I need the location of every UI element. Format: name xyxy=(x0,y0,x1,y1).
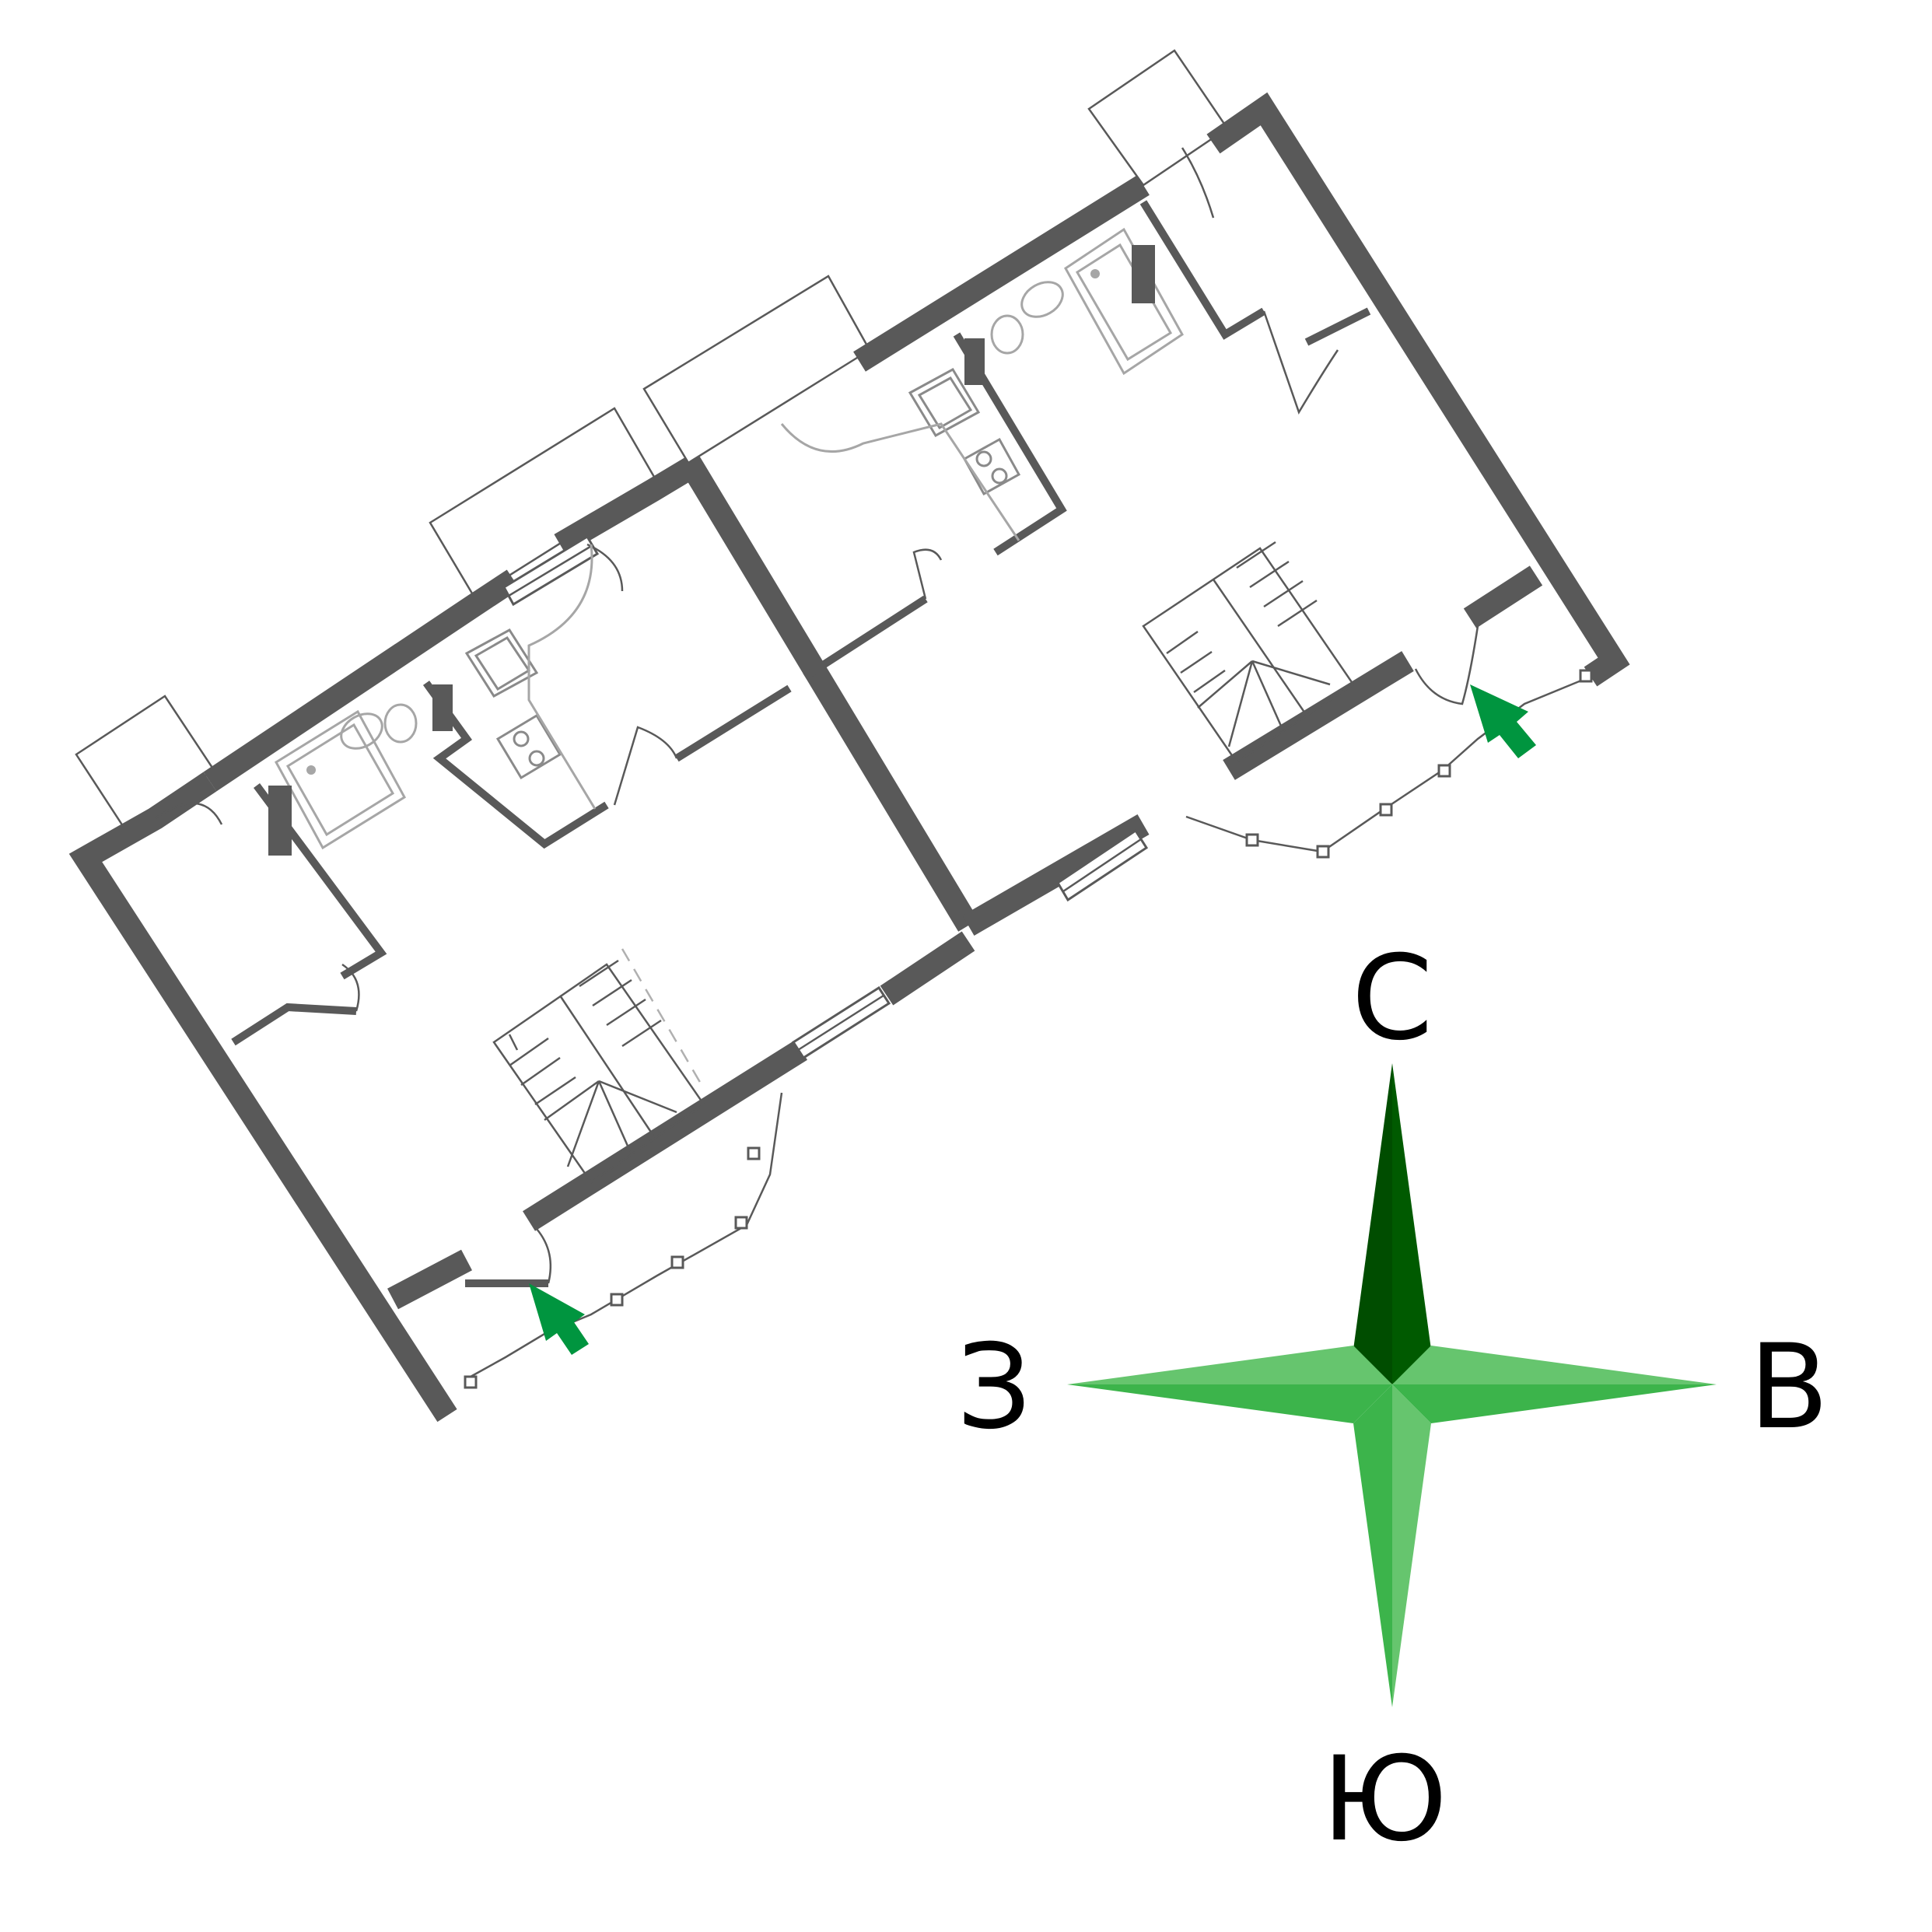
door-swing xyxy=(1262,310,1339,415)
stair-void xyxy=(621,948,705,1090)
compass-south-label: Ю xyxy=(1321,1732,1447,1867)
compass-west-point xyxy=(1067,1384,1392,1423)
exterior-wall xyxy=(1206,92,1630,687)
compass-west-point xyxy=(1067,1346,1392,1384)
window xyxy=(1055,828,1149,902)
shower-tray-icon xyxy=(908,367,981,438)
window xyxy=(791,985,891,1060)
compass-east-point xyxy=(1392,1384,1717,1423)
door-swing xyxy=(1181,147,1215,219)
compass-north-point xyxy=(1353,1063,1392,1384)
compass-rose: С В Ю З xyxy=(957,931,1829,1867)
bathtub-icon xyxy=(1064,227,1184,376)
interior-wall xyxy=(422,681,609,849)
unit-2 xyxy=(642,49,1630,936)
entrance-arrow-icon xyxy=(529,1283,589,1355)
door-swing xyxy=(613,726,678,806)
balcony xyxy=(75,407,659,830)
fence-post xyxy=(670,1255,684,1269)
fence-post xyxy=(1437,764,1451,778)
exterior-wall xyxy=(1463,565,1543,628)
door-swing xyxy=(1414,625,1479,705)
ventilation-shaft-icon xyxy=(268,684,453,856)
ventilation-shaft-icon xyxy=(964,245,1155,385)
fence-post xyxy=(747,1146,761,1160)
interior-wall xyxy=(231,1003,357,1046)
bathtub-icon xyxy=(275,709,406,850)
exterior-wall xyxy=(387,1249,472,1310)
window xyxy=(502,534,600,607)
kitchen-counter xyxy=(780,422,1020,541)
compass-east-label: В xyxy=(1749,1320,1829,1455)
exterior-wall xyxy=(853,175,1150,372)
interior-wall xyxy=(253,783,387,980)
exterior-wall xyxy=(68,772,457,1423)
compass-east-point xyxy=(1392,1346,1717,1384)
shower-tray-icon xyxy=(464,628,539,698)
kitchen-counter xyxy=(527,544,597,810)
staircase-icon xyxy=(492,959,705,1184)
stove-icon xyxy=(962,437,1021,496)
fence-post xyxy=(1316,845,1330,859)
interior-wall xyxy=(1304,307,1371,346)
unit-1 xyxy=(68,407,978,1423)
balcony xyxy=(642,49,1229,464)
exterior-wall xyxy=(554,450,978,932)
exterior-wall xyxy=(203,569,520,792)
fence-post xyxy=(464,1375,478,1389)
staircase-icon xyxy=(1142,541,1355,764)
toilet-icon xyxy=(990,281,1064,355)
door-swing xyxy=(912,548,943,600)
fence-post xyxy=(1379,803,1393,817)
exterior-wall xyxy=(962,814,1150,936)
compass-south-point xyxy=(1392,1384,1431,1707)
compass-south-point xyxy=(1353,1384,1392,1707)
interior-wall xyxy=(1139,200,1266,340)
fence-post xyxy=(1245,833,1259,847)
door-swing xyxy=(341,963,360,1012)
fence-post xyxy=(610,1293,624,1307)
interior-wall xyxy=(674,684,792,762)
stove-icon xyxy=(495,713,562,780)
fence-post xyxy=(734,1216,748,1230)
fence xyxy=(470,1092,783,1378)
door-swing xyxy=(536,1228,552,1284)
exterior-wall xyxy=(880,931,975,1006)
toilet-icon xyxy=(340,703,418,750)
door-swing xyxy=(155,802,223,825)
entrance-arrow-icon xyxy=(1470,684,1536,758)
compass-west-label: З xyxy=(957,1320,1031,1455)
exterior-wall xyxy=(523,1040,807,1231)
exterior-wall xyxy=(1223,651,1414,780)
compass-north-point xyxy=(1392,1063,1431,1384)
interior-wall xyxy=(803,595,928,681)
compass-north-label: С xyxy=(1352,931,1433,1066)
door-swing xyxy=(586,543,624,592)
fence-post xyxy=(1579,669,1593,683)
